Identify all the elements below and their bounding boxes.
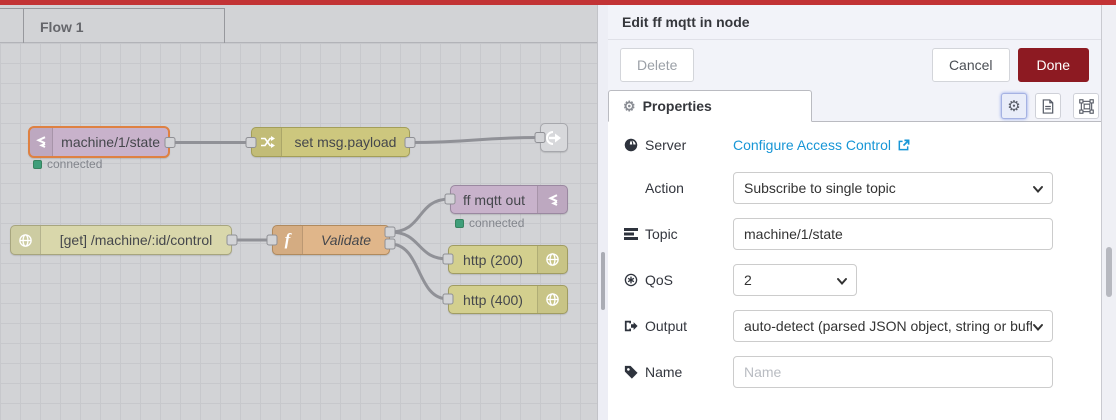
status-text: connected bbox=[47, 157, 103, 171]
name-row: Name bbox=[622, 356, 1087, 388]
node-mqtt-in[interactable]: machine/1/state bbox=[28, 126, 170, 158]
qos-icon bbox=[622, 273, 639, 287]
name-label: Name bbox=[622, 364, 733, 380]
cancel-button[interactable]: Cancel bbox=[931, 48, 1010, 82]
node-label: ff mqtt out bbox=[463, 191, 525, 208]
node-http-in[interactable]: [get] /machine/:id/control bbox=[10, 225, 232, 255]
done-button[interactable]: Done bbox=[1017, 48, 1089, 82]
node-label: machine/1/state bbox=[61, 134, 160, 150]
description-button[interactable] bbox=[1035, 93, 1061, 119]
server-row: Server Configure Access Control bbox=[622, 132, 1087, 158]
tab-properties[interactable]: ⚙ Properties bbox=[608, 90, 812, 122]
mqtt-icon bbox=[537, 186, 567, 213]
edit-node-panel: Edit ff mqtt in node Delete Cancel Done … bbox=[608, 5, 1102, 420]
app-header-bar bbox=[0, 0, 1116, 5]
qos-row: QoS 2 bbox=[622, 264, 1087, 296]
tasks-icon bbox=[622, 228, 639, 240]
node-label: http (400) bbox=[463, 291, 523, 308]
status-connected-dot bbox=[33, 159, 42, 169]
topic-label: Topic bbox=[622, 226, 733, 242]
gear-icon: ⚙ bbox=[1007, 98, 1021, 115]
qos-label: QoS bbox=[622, 272, 733, 288]
output-row: Output auto-detect (parsed JSON object, … bbox=[622, 310, 1087, 342]
node-status-mqtt-out: connected bbox=[455, 216, 524, 230]
node-http-response-400[interactable]: http (400) bbox=[448, 285, 568, 314]
tab-flow-1[interactable]: Flow 1 bbox=[24, 8, 225, 44]
globe-icon bbox=[537, 246, 567, 273]
chevron-down-icon bbox=[837, 278, 847, 286]
mqtt-icon bbox=[30, 128, 54, 156]
node-link-out[interactable] bbox=[540, 123, 568, 152]
status-connected-dot bbox=[455, 218, 464, 228]
properties-view-button[interactable]: ⚙ bbox=[1001, 93, 1027, 119]
panel-scrollbar[interactable] bbox=[1102, 5, 1116, 420]
globe-icon bbox=[11, 226, 41, 254]
node-label: [get] /machine/:id/control bbox=[59, 232, 213, 248]
document-icon bbox=[1042, 98, 1054, 114]
scrollbar-thumb[interactable] bbox=[1106, 247, 1112, 297]
panel-toolbar: Delete Cancel Done bbox=[608, 40, 1101, 90]
name-input[interactable] bbox=[733, 356, 1053, 388]
server-label: Server bbox=[622, 137, 733, 153]
flow-canvas[interactable]: machine/1/state set msg.payload bbox=[0, 43, 597, 420]
node-http-response-200[interactable]: http (200) bbox=[448, 245, 568, 274]
action-select[interactable]: Subscribe to single topic bbox=[733, 172, 1053, 204]
action-row: Action Subscribe to single topic bbox=[622, 172, 1087, 204]
tab-label: Properties bbox=[642, 98, 712, 114]
workspace: Flow 1 machine/1/state bbox=[0, 5, 597, 420]
topic-row: Topic bbox=[622, 218, 1087, 250]
configure-access-control-link[interactable]: Configure Access Control bbox=[733, 137, 910, 153]
status-text: connected bbox=[469, 216, 525, 230]
resize-handle[interactable] bbox=[601, 252, 605, 310]
tab-partial bbox=[0, 8, 24, 43]
globe-icon bbox=[622, 138, 639, 152]
sign-out-icon bbox=[622, 319, 639, 333]
node-label: Validate bbox=[320, 232, 372, 248]
chevron-down-icon bbox=[1032, 321, 1044, 333]
output-select[interactable]: auto-detect (parsed JSON object, string … bbox=[733, 310, 1053, 342]
topic-input[interactable] bbox=[733, 218, 1053, 250]
panel-tabbar: ⚙ Properties ⚙ bbox=[608, 90, 1101, 122]
globe-icon bbox=[537, 286, 567, 313]
gear-icon: ⚙ bbox=[623, 97, 636, 114]
workspace-tabbar: Flow 1 bbox=[0, 5, 597, 44]
node-function[interactable]: f Validate bbox=[272, 225, 390, 255]
link-out-icon bbox=[546, 130, 561, 145]
node-change[interactable]: set msg.payload bbox=[251, 127, 410, 157]
tag-icon bbox=[622, 365, 639, 379]
node-label: set msg.payload bbox=[294, 134, 397, 150]
chevron-down-icon bbox=[1033, 186, 1043, 194]
node-status-mqtt-in: connected bbox=[33, 157, 102, 171]
external-link-icon bbox=[898, 139, 910, 150]
flow-tab-label: Flow 1 bbox=[40, 18, 84, 35]
function-icon: f bbox=[273, 226, 303, 254]
qos-select[interactable]: 2 bbox=[733, 264, 857, 296]
delete-button[interactable]: Delete bbox=[620, 48, 695, 82]
node-label: http (200) bbox=[463, 251, 523, 268]
panel-resize-divider[interactable] bbox=[597, 5, 608, 420]
node-mqtt-out[interactable]: ff mqtt out bbox=[450, 185, 568, 214]
output-label: Output bbox=[622, 318, 733, 334]
panel-title: Edit ff mqtt in node bbox=[608, 5, 1101, 40]
action-label: Action bbox=[645, 180, 684, 196]
appearance-icon bbox=[1078, 98, 1094, 114]
properties-form: Server Configure Access Control Action bbox=[608, 122, 1101, 420]
appearance-button[interactable] bbox=[1073, 93, 1099, 119]
shuffle-icon bbox=[252, 128, 282, 156]
